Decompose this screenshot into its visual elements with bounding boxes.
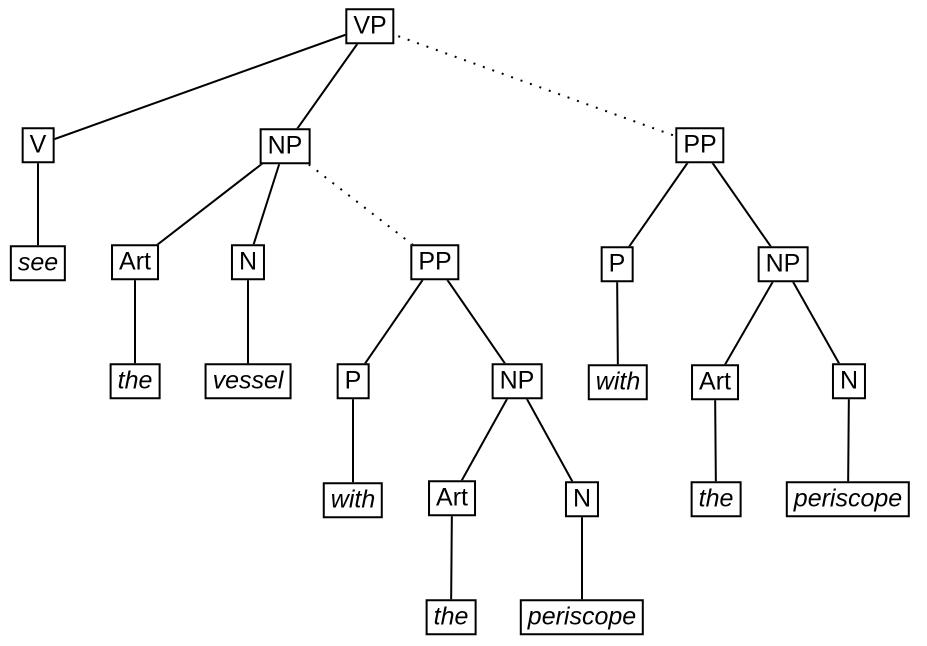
tree-node-vessel: vessel <box>204 363 292 399</box>
edge-p-right-to-with-right <box>616 263 619 383</box>
tree-node-n-left: N <box>230 244 266 280</box>
tree-node-art-right: Art <box>691 364 739 400</box>
edge-art-mid-to-the-mid <box>450 497 453 618</box>
edge-art-right-to-the-right <box>714 381 717 500</box>
tree-node-n-mid: N <box>564 481 600 517</box>
edge-pp-right-to-np-right <box>699 144 784 265</box>
tree-node-np-mid: NP <box>491 363 543 399</box>
edge-pp-mid-to-np-mid <box>434 261 518 382</box>
tree-node-n-right: N <box>831 363 867 399</box>
edge-vp-to-v <box>37 25 371 146</box>
edge-np-right-to-n-right <box>782 263 850 382</box>
tree-node-art-left: Art <box>111 244 159 280</box>
tree-node-p-mid: P <box>336 363 370 399</box>
edge-n-right-to-periscope-right <box>847 380 850 500</box>
edge-vp-to-np-obj <box>284 25 371 147</box>
edge-np-obj-to-n-left <box>247 145 286 263</box>
edge-np-mid-to-art-mid <box>451 380 518 499</box>
tree-node-the-left: the <box>109 363 161 399</box>
tree-node-pp-mid: PP <box>410 244 460 280</box>
edge-np-obj-to-pp-mid-dotted <box>284 145 436 263</box>
tree-node-np-right: NP <box>757 246 809 282</box>
tree-node-with-mid: with <box>322 482 384 518</box>
tree-node-pp-right: PP <box>675 127 725 163</box>
edge-pp-right-to-p-right <box>616 144 701 265</box>
tree-node-np-obj: NP <box>259 128 311 164</box>
tree-node-see: see <box>9 245 67 281</box>
edge-np-right-to-art-right <box>714 263 784 383</box>
tree-node-v: V <box>21 127 55 163</box>
edge-np-mid-to-n-mid <box>516 380 583 500</box>
tree-node-p-right: P <box>600 246 634 282</box>
edge-pp-mid-to-p-mid <box>352 261 436 382</box>
tree-node-periscope-mid: periscope <box>519 599 645 635</box>
tree-node-art-mid: Art <box>428 480 476 516</box>
tree-node-with-right: with <box>587 364 649 400</box>
edge-np-obj-to-art-left <box>134 145 286 263</box>
tree-node-the-right: the <box>690 481 742 517</box>
tree-node-the-mid: the <box>425 599 477 635</box>
tree-node-periscope-right: periscope <box>785 481 911 517</box>
tree-node-vp: VP <box>345 8 395 44</box>
